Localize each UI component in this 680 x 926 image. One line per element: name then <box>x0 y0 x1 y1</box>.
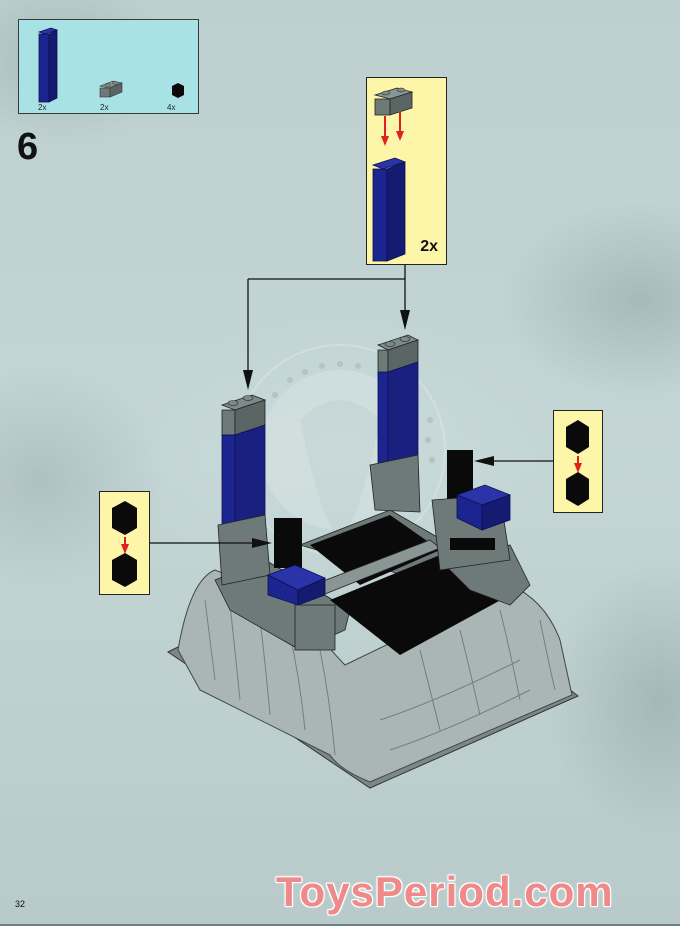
black-round-bottom-icon <box>566 472 589 506</box>
red-arrow-icon <box>121 544 129 554</box>
parts-list-graphics <box>37 27 184 103</box>
right-hex-callout-graphics <box>566 420 589 506</box>
page-number: 32 <box>15 899 26 909</box>
pillar-connector-arrows <box>247 264 406 375</box>
left-pillar <box>217 394 271 586</box>
round-1x1-black-icon <box>172 83 184 98</box>
left-black-round-tower <box>274 518 302 568</box>
arrow-head-left-hex <box>252 538 272 548</box>
part-quantity-blue-brick: 2x <box>38 103 47 112</box>
part-quantity-gray-brick: 2x <box>100 103 109 112</box>
red-arrows-icon <box>381 111 404 146</box>
emblem-dots <box>272 361 435 463</box>
arrow-head-right-pillar <box>400 310 410 330</box>
left-gray-support <box>294 604 336 651</box>
pillar-subassembly-callout: 2x <box>366 77 447 265</box>
pillar-callout-quantity: 2x <box>420 238 438 255</box>
right-pillar <box>369 334 421 513</box>
left-hex-callout-graphics <box>112 501 137 587</box>
red-arrow-icon <box>574 463 582 473</box>
black-round-top-icon <box>566 420 589 454</box>
black-tile-back <box>310 515 440 585</box>
watermark: ToysPeriod.com <box>276 868 614 915</box>
brick-1x2x5-dark-blue-icon <box>37 27 59 103</box>
brick-1x2-dark-gray-icon <box>98 80 124 98</box>
left-hex-callout <box>99 491 150 595</box>
pillar-callout-graphics <box>371 87 414 262</box>
arrow-head-left-pillar <box>243 370 253 390</box>
arrow-head-right-hex <box>474 456 494 466</box>
black-round-bottom-icon <box>112 553 137 587</box>
black-round-top-icon <box>112 501 137 535</box>
parts-list-box: 2x 2x 4x <box>18 19 199 114</box>
left-blue-brick <box>266 564 326 606</box>
step-number: 6 <box>17 126 39 168</box>
part-quantity-black-round: 4x <box>167 103 176 112</box>
right-blue-brick <box>455 484 512 531</box>
blue-brick-icon <box>371 157 407 262</box>
gray-brick-icon <box>373 87 414 116</box>
right-hex-callout <box>553 410 603 513</box>
